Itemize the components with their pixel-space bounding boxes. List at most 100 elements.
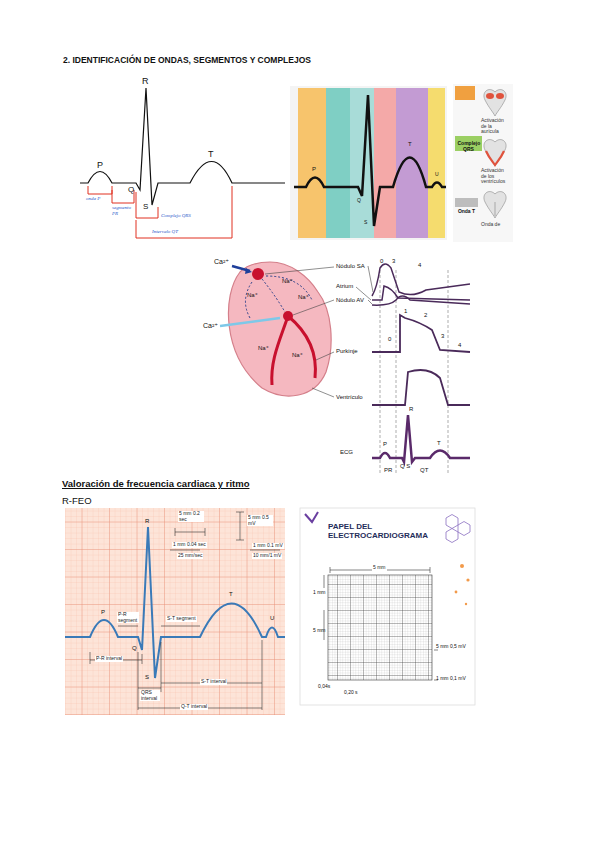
ecg-grid-figure-part — [65, 508, 285, 715]
figure-label: PAPEL DEL ELECTROCARDIOGRAMA — [328, 523, 432, 541]
label-box: Complejo QRS — [455, 136, 482, 151]
figure-label: Nódulo AV — [336, 297, 364, 304]
heart-activation-strip-part-part — [494, 202, 496, 216]
figure-label: Q-T interval — [180, 704, 208, 710]
figure-label: U — [270, 615, 274, 622]
heart-conduction-part — [265, 267, 334, 397]
hand-drawn-ecg-part — [80, 88, 285, 205]
ecg-paper-card-part — [455, 591, 458, 594]
figure-label: Atrium — [336, 283, 353, 290]
color-band-ecg-part — [374, 88, 396, 238]
heart-conduction-part — [283, 311, 293, 321]
figure-label: 10 mm/1 mV — [252, 553, 282, 559]
figure-label: Ca²⁺ — [203, 322, 218, 330]
figure-label: 3 — [392, 258, 395, 265]
heart-activation-strip-part — [455, 86, 475, 100]
ecg-paper-card-part — [324, 567, 438, 680]
figure-label: P-R segment — [117, 612, 139, 623]
ecg-paper-card-part — [328, 575, 432, 680]
figure-label: Activación de la aurícula — [481, 118, 510, 135]
ecg-grid-figure-part — [90, 626, 262, 710]
heart-activation-strip-part-part — [484, 90, 506, 116]
heart-conduction-part — [372, 286, 470, 300]
ecg-paper-card — [300, 508, 475, 705]
page-title: 2. IDENTIFICACIÓN DE ONDAS, SEGMENTOS Y … — [63, 56, 311, 65]
heart-conduction-part — [272, 316, 316, 385]
color-band-ecg-part — [428, 88, 445, 238]
figure-label: Na⁺ — [298, 294, 309, 301]
figure-label: R — [145, 518, 149, 525]
figure-label: U — [435, 172, 439, 178]
figure-label: Valoración de frecuencia cardiaca y ritm… — [62, 479, 249, 489]
figure-label: onda P — [86, 196, 100, 202]
figure-label: 2 — [424, 312, 427, 319]
color-band-ecg-part — [290, 86, 447, 240]
figure-label: T — [208, 150, 214, 160]
ecg-paper-card-part — [446, 515, 470, 543]
figure-label: 1 mm 0.04 sec — [172, 542, 207, 548]
heart-conduction-part — [372, 370, 470, 405]
figure-label: 1 mm 0,1 mV — [436, 676, 466, 682]
figure-label: Complejo QRS — [161, 213, 191, 219]
ecg-paper-card-part — [328, 575, 432, 680]
figure-label: Nódulo SA — [336, 263, 365, 270]
figure-label: Na⁺ — [247, 292, 258, 299]
heart-conduction — [220, 262, 470, 474]
figure-label: R — [409, 406, 413, 413]
figure-label: S-T segment — [166, 616, 197, 622]
figure-label: Intervalo QT — [152, 229, 178, 235]
figure-label: R — [142, 77, 149, 87]
figure-label: Na⁺ — [282, 278, 293, 285]
heart-conduction-part — [372, 296, 470, 305]
heart-activation-strip-part-part — [484, 140, 506, 166]
figure-label: QT — [420, 467, 428, 474]
figure-label: R-FEO — [62, 496, 92, 506]
figure-label: PR — [384, 467, 392, 474]
ecg-paper-card-part — [460, 564, 464, 568]
heart-activation-strip-part — [453, 84, 513, 242]
figure-label: Na⁺ — [258, 345, 269, 352]
figure-label: 3 — [441, 333, 444, 340]
figure-label: 5 mm 0.2 sec — [178, 511, 204, 522]
figure-label: T — [408, 141, 412, 148]
figure-label: T — [437, 440, 441, 447]
heart-activation-strip-part — [484, 140, 506, 166]
figure-label: 1 mm — [313, 590, 326, 596]
figure-label: S — [145, 674, 149, 681]
color-band-ecg-part — [396, 88, 428, 238]
ecg-paper-card-part — [305, 512, 318, 522]
heart-conduction-part — [262, 279, 285, 312]
figure-label: Q — [132, 645, 137, 652]
heart-conduction-part — [220, 318, 280, 326]
ecg-paper-card-part — [328, 575, 432, 680]
color-band-ecg-part — [326, 88, 350, 238]
figure-label: 0,04s — [318, 684, 330, 690]
ecg-grid-figure-part — [65, 527, 285, 678]
figure-label: 0,20 s — [344, 690, 358, 696]
label-box: Onda T — [455, 198, 478, 207]
heart-conduction-part — [245, 268, 252, 274]
heart-activation-strip-part-part — [486, 151, 504, 165]
figure-label: Activación de los ventrículos — [481, 168, 510, 185]
figure-label: P — [312, 166, 316, 173]
figure-label: ECG — [340, 449, 353, 456]
figure-label: 25 mm/sec — [177, 553, 203, 559]
heart-conduction-part — [252, 268, 264, 280]
figure-label: 4 — [458, 342, 461, 349]
figure-label: 5 mm 0.5 mV — [247, 515, 273, 526]
figure-label: T — [229, 591, 233, 598]
figure-label: 0 — [380, 258, 383, 265]
figure-label: 5 mm — [313, 628, 326, 634]
box-text: Onda T — [458, 209, 475, 215]
heart-conduction-part — [372, 415, 470, 462]
ecg-paper-card-part — [465, 603, 467, 605]
heart-activation-strip-part-part — [496, 93, 504, 99]
figure-label: P — [383, 441, 387, 448]
ecg-grid-figure-part — [65, 508, 285, 715]
ecg-grid-figure-part — [65, 508, 285, 715]
figure-label: P — [101, 609, 105, 616]
color-band-ecg-part — [298, 88, 326, 238]
figure-label: S — [364, 220, 367, 226]
